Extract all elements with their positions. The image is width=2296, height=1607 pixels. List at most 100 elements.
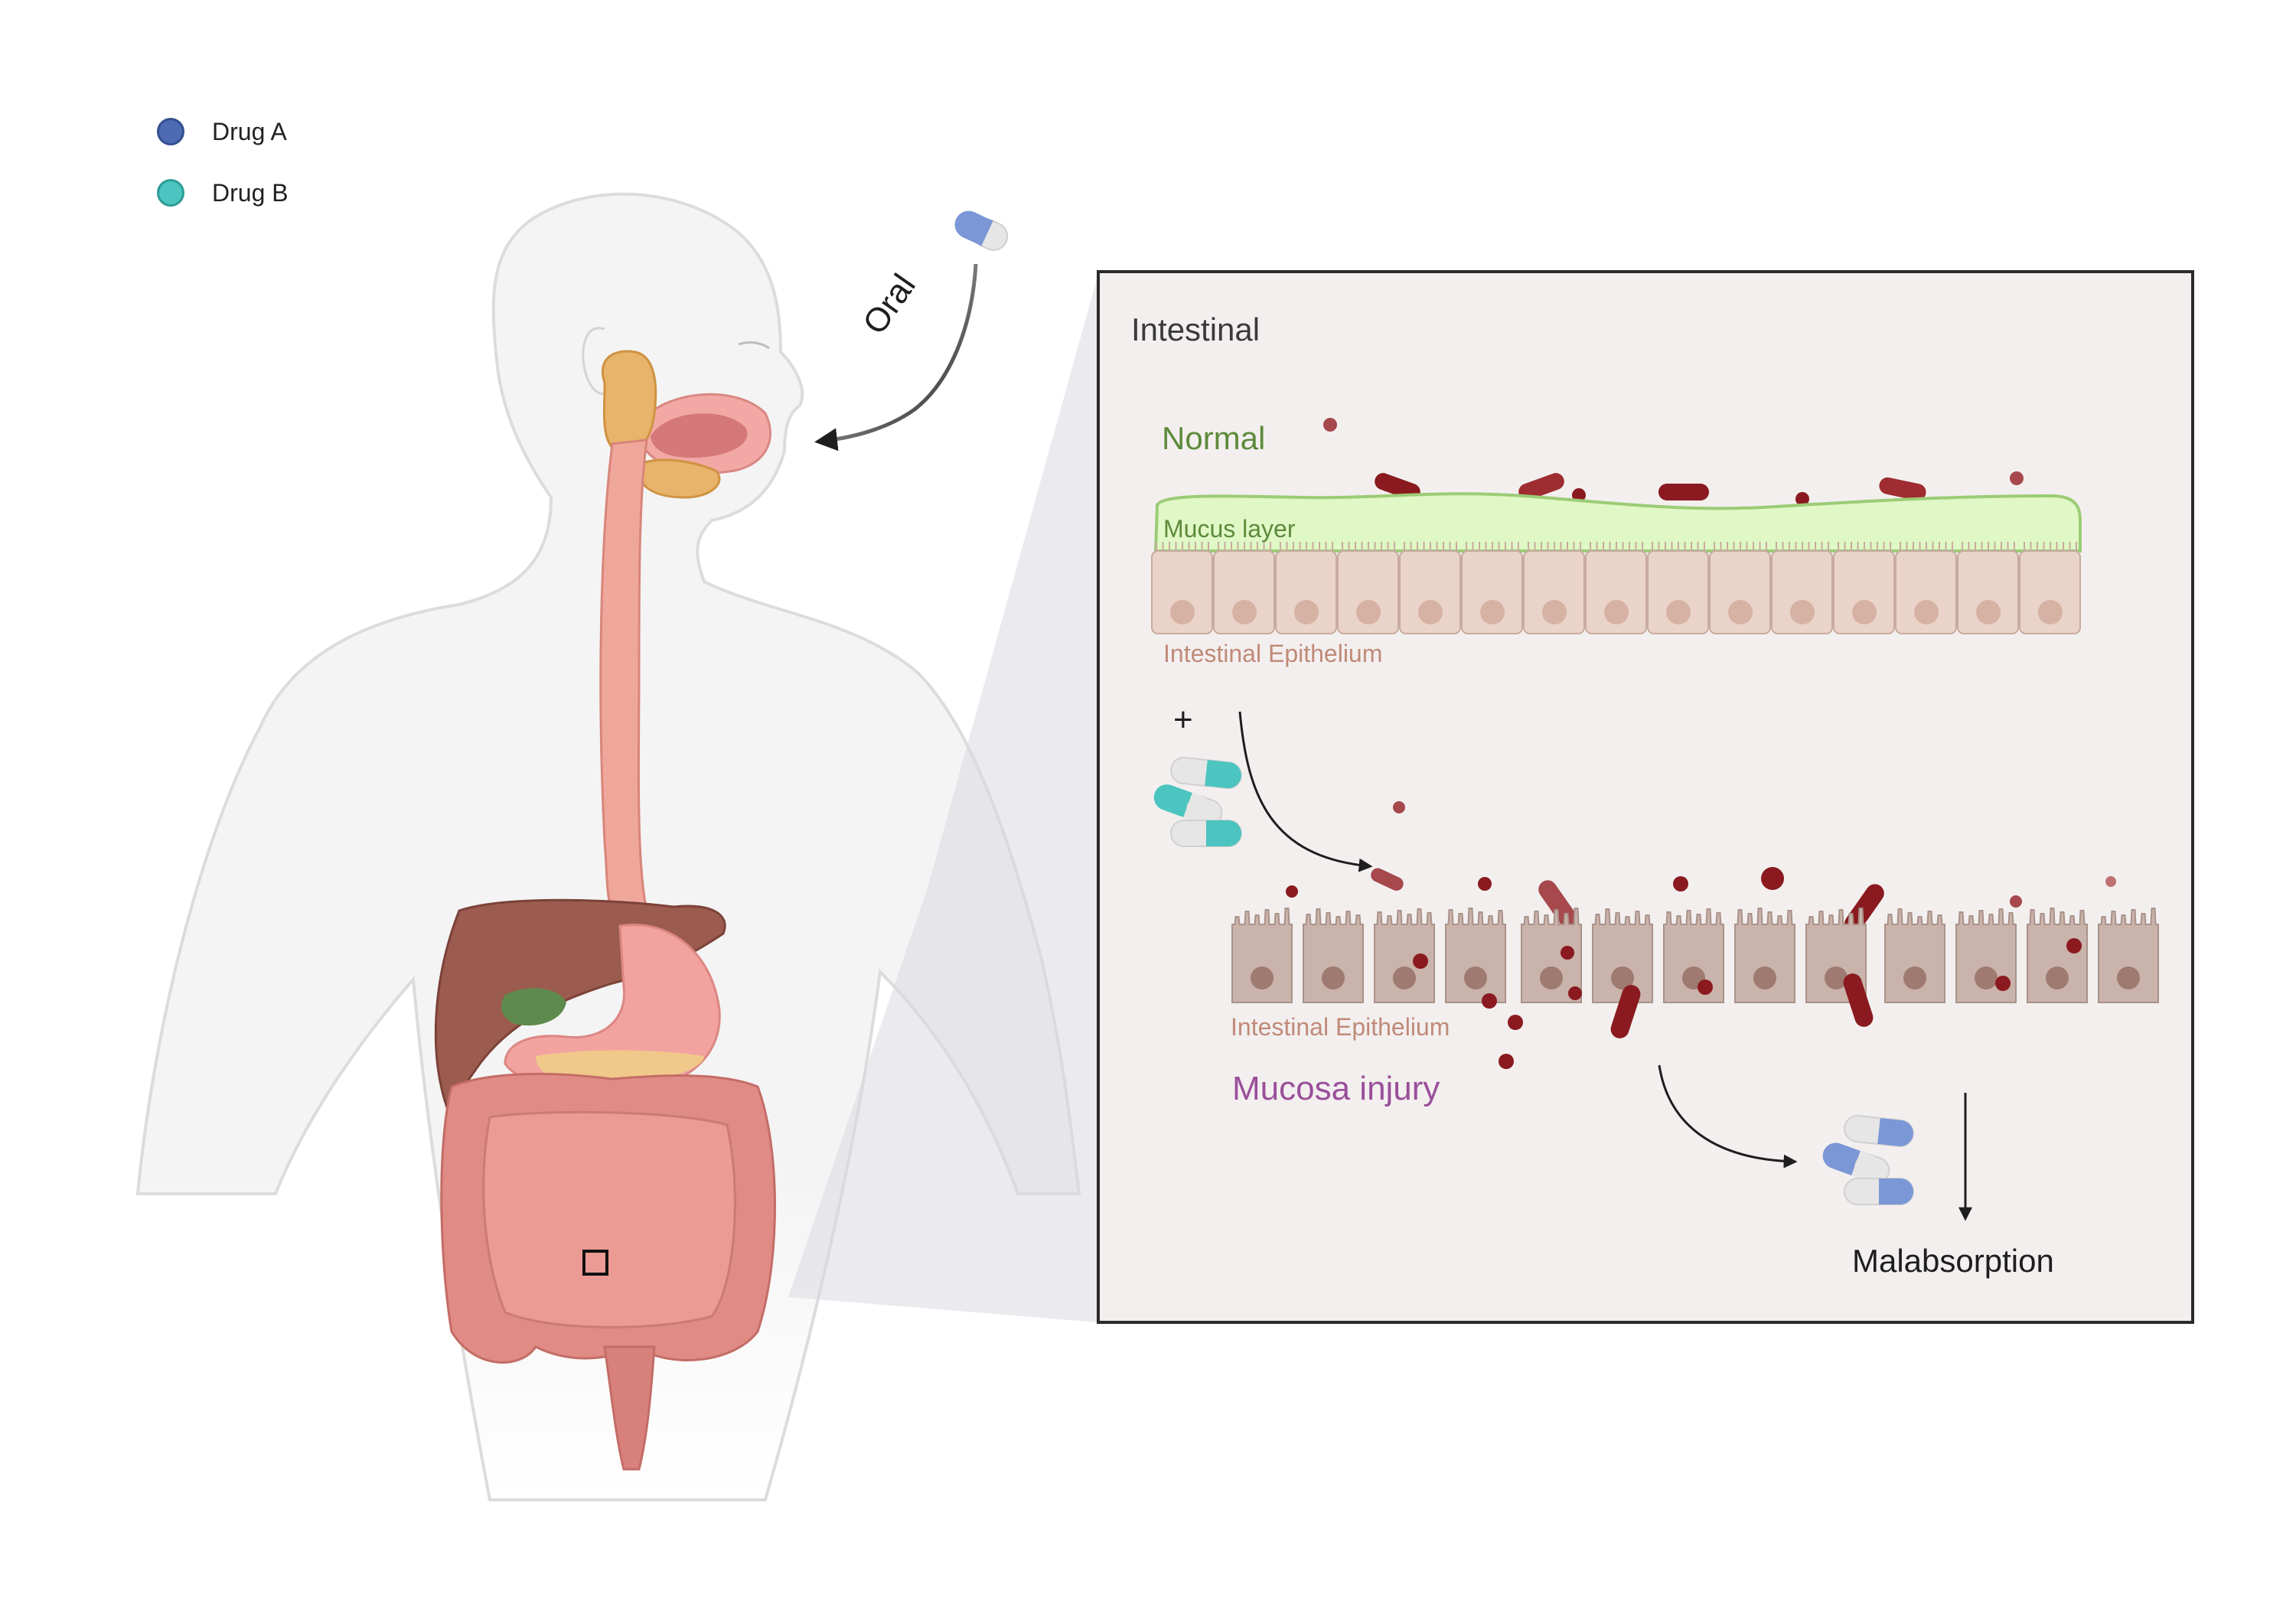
capsule-drug-b <box>1170 820 1242 847</box>
capsule-drug-a <box>1844 1115 1914 1147</box>
cell-nucleus <box>1604 600 1629 624</box>
cell-nucleus <box>1753 966 1776 989</box>
epithelial-cell-injured <box>2098 908 2159 1003</box>
cell-nucleus <box>1825 966 1848 989</box>
cell-nucleus <box>1914 600 1939 624</box>
legend-item-drug-b: Drug B <box>157 176 289 210</box>
mucus-layer <box>1153 492 2082 553</box>
oral-cavity <box>601 350 771 499</box>
bacterium-coccus <box>1393 801 1405 813</box>
cell-nucleus <box>2117 966 2140 989</box>
mucosa-injury-label: Mucosa injury <box>1232 1070 1440 1107</box>
bacterium-rod <box>1518 473 1564 500</box>
bacterium-rod <box>1844 884 1884 933</box>
unabsorbed-capsules <box>1822 1115 1914 1205</box>
bacterium-rod <box>1371 868 1404 891</box>
cell-nucleus <box>1542 600 1567 624</box>
intestines <box>440 1072 776 1471</box>
epithelial-cell-injured <box>1521 908 1582 1003</box>
epithelial-cell-healthy <box>1275 542 1337 634</box>
epithelial-cell-healthy <box>1709 542 1771 634</box>
epithelial-cell-injured <box>1374 908 1435 1003</box>
epithelial-cell-healthy <box>1523 542 1585 634</box>
cell-nucleus <box>1232 600 1257 624</box>
drug-combination-capsules <box>1153 756 1242 847</box>
drug-a-dot-icon <box>157 118 184 145</box>
healthy-epithelium <box>1151 542 2081 634</box>
bacterium-coccus <box>2010 471 2024 485</box>
bacterium-coccus <box>1286 885 1298 898</box>
bacterium-coccus <box>2010 895 2022 908</box>
epithelial-cell-healthy <box>1399 542 1461 634</box>
cell-nucleus <box>1418 600 1443 624</box>
eye <box>738 341 770 350</box>
cell-nucleus <box>1611 966 1634 989</box>
cell-nucleus <box>1170 600 1195 624</box>
cell-nucleus <box>1251 966 1274 989</box>
epithelial-cell-injured <box>1734 908 1795 1003</box>
epithelial-cell-injured <box>1231 908 1293 1003</box>
oral-route-label: Oral <box>856 268 923 341</box>
epithelial-cell-healthy <box>1895 542 1957 634</box>
epithelial-cell-injured <box>1663 908 1724 1003</box>
legend: Drug A Drug B <box>157 115 289 237</box>
cell-nucleus <box>2046 966 2069 989</box>
epithelial-cell-healthy <box>1585 542 1647 634</box>
epithelial-cell-healthy <box>1151 542 1213 634</box>
plus-sign: + <box>1173 701 1193 738</box>
epithelium-label-top: Intestinal Epithelium <box>1163 640 1382 667</box>
bacterium-coccus <box>2105 876 2116 887</box>
bacterium-rod <box>1843 973 1874 1027</box>
epithelial-cell-healthy <box>1833 542 1895 634</box>
bacterium-coccus <box>1995 976 2011 991</box>
bacterium-rod <box>1610 985 1641 1038</box>
epithelium-label-bottom: Intestinal Epithelium <box>1231 1013 1450 1041</box>
tongue <box>651 413 748 458</box>
normal-bacteria <box>1323 418 2024 506</box>
capsule-drug-a <box>1844 1178 1914 1205</box>
cell-nucleus <box>1356 600 1381 624</box>
cell-nucleus <box>1903 966 1926 989</box>
cell-nucleus <box>1540 966 1563 989</box>
cell-nucleus <box>1666 600 1691 624</box>
zoom-wedge <box>788 274 1098 1322</box>
cell-nucleus <box>1790 600 1815 624</box>
epithelial-cell-injured <box>1592 908 1653 1003</box>
bacterium-coccus <box>1499 1054 1514 1069</box>
progression-arrow <box>1238 711 1373 872</box>
cell-nucleus <box>1393 966 1416 989</box>
drug-passage-arrow <box>1658 1064 1798 1169</box>
legend-item-drug-a: Drug A <box>157 115 289 148</box>
legend-label-drug-b: Drug B <box>212 178 289 207</box>
bacterium-coccus <box>1508 1015 1523 1030</box>
normal-label: Normal <box>1162 420 1265 456</box>
bacterium-coccus <box>1698 980 1713 995</box>
bacterium-rod <box>1879 477 1926 501</box>
bacterium-coccus <box>1561 946 1574 960</box>
epithelial-cell-healthy <box>1957 542 2019 634</box>
cell-nucleus <box>1975 966 1998 989</box>
bacterium-coccus <box>1323 418 1337 432</box>
bacterium-coccus <box>1478 877 1492 891</box>
oral-route-arrow <box>814 263 978 451</box>
epithelial-cell-injured <box>1884 908 1945 1003</box>
mucus-label: Mucus layer <box>1163 515 1296 543</box>
cell-nucleus <box>1728 600 1753 624</box>
epithelial-cell-injured <box>2027 908 2088 1003</box>
bacterium-rod <box>1658 484 1709 500</box>
cell-nucleus <box>1852 600 1877 624</box>
capsule-drug-a <box>1822 1143 1890 1185</box>
epithelial-cell-healthy <box>1647 542 1709 634</box>
cell-nucleus <box>2038 600 2063 624</box>
bacterium-coccus <box>1761 867 1784 890</box>
bacterium-coccus <box>1482 993 1497 1009</box>
cell-nucleus <box>1322 966 1345 989</box>
small-intestine <box>482 1110 736 1328</box>
salivary-gland-parotid <box>601 350 657 455</box>
cell-nucleus <box>1480 600 1505 624</box>
epithelial-cell-healthy <box>2019 542 2081 634</box>
cell-nucleus <box>1294 600 1319 624</box>
bacterium-coccus <box>1673 876 1688 892</box>
malabsorption-label: Malabsorption <box>1852 1243 2054 1279</box>
